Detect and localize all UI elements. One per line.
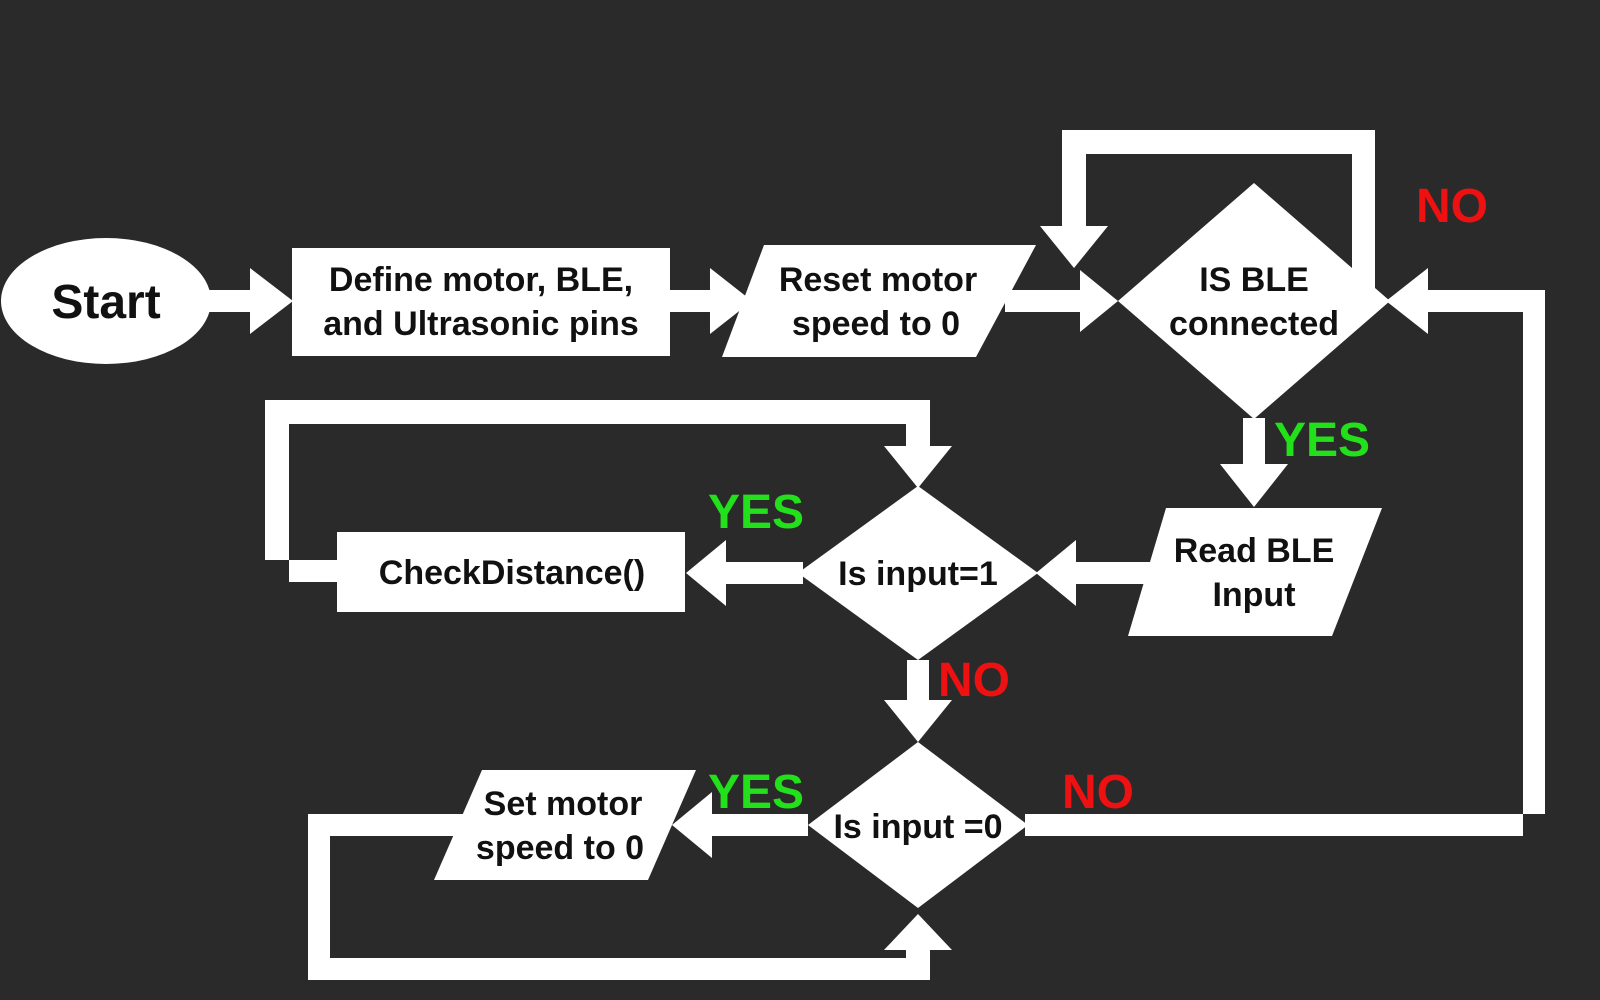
check-distance-node: CheckDistance() [337,532,685,612]
connector-input1-no [907,660,929,704]
input-is-0-label: Is input =0 [833,808,1002,846]
check-distance-box [337,532,685,612]
arrowhead-input0-yes [672,792,712,858]
connector-read-input1 [1072,562,1152,584]
ble-connected-line2: connected [1169,305,1339,343]
read-ble-shape [1128,508,1382,636]
ble-connected-diamond [1118,183,1390,419]
reset-motor-node: Reset motor speed to 0 [722,245,1036,357]
read-ble-line2: Input [1212,576,1295,614]
arrowhead-input1-no [884,700,952,742]
set-motor-line2: speed to 0 [476,829,644,867]
input1-no-label: NO [938,654,1010,707]
read-ble-node: Read BLE Input [1128,508,1382,636]
define-pins-line2: and Ultrasonic pins [323,305,639,343]
reset-motor-shape [722,245,1036,357]
arrowhead-ble-no-loop [1040,226,1108,268]
start-label: Start [51,276,160,329]
set-motor-node: Set motor speed to 0 [434,770,696,880]
connector-input1-yes [718,562,803,584]
define-pins-line1: Define motor, BLE, [329,261,633,299]
input-is-1-node: Is input=1 [798,486,1038,660]
connector-start-define [208,290,253,312]
reset-motor-line1: Reset motor [779,261,977,299]
connector-set-loop [308,814,930,980]
input-is-0-node: Is input =0 [808,742,1028,908]
arrowhead-start-define [250,268,293,334]
connector-input0-yes [705,814,808,836]
reset-motor-line2: speed to 0 [792,305,960,343]
arrowhead-check-loop [884,446,952,488]
set-motor-line1: Set motor [484,785,643,823]
arrowhead-ble-yes [1220,464,1288,507]
read-ble-line1: Read BLE [1174,532,1335,570]
arrowhead-reset-ble [1080,270,1118,332]
input-is-1-diamond [798,486,1038,660]
connector-ble-no-loop [1062,130,1375,300]
connectors [208,130,1545,980]
ble-connected-line1: IS BLE [1199,261,1309,299]
input0-no-label: NO [1062,766,1134,819]
arrowhead-define-reset [710,268,752,334]
connector-ble-yes [1243,418,1265,466]
arrowhead-set-loop [884,914,952,950]
connector-define-reset [668,290,713,312]
ble-connected-node: IS BLE connected [1118,183,1390,419]
start-node: Start [1,238,211,364]
input0-yes-label: YES [708,766,804,819]
ble-no-label: NO [1416,180,1488,233]
arrowhead-input1-yes [686,540,726,606]
arrowhead-read-input1 [1036,540,1076,606]
arrowhead-input0-no [1386,268,1428,334]
connector-check-loop [265,400,930,582]
connector-reset-ble [1005,290,1085,312]
set-motor-shape [434,770,696,880]
input-is-0-diamond [808,742,1028,908]
input-is-1-label: Is input=1 [838,555,998,593]
ble-yes-label: YES [1274,414,1370,467]
define-pins-box [292,248,670,356]
input1-yes-label: YES [708,486,804,539]
start-terminal [1,238,211,364]
check-distance-label: CheckDistance() [379,554,645,592]
define-pins-node: Define motor, BLE, and Ultrasonic pins [292,248,670,356]
branch-labels: NO YES YES NO YES NO [708,180,1488,819]
